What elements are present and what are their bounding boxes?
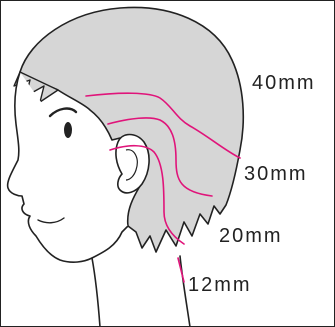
length-label-30mm: 30mm <box>244 164 308 184</box>
length-label-12mm: 12mm <box>188 275 252 295</box>
length-label-40mm: 40mm <box>252 73 316 93</box>
neck <box>92 258 100 327</box>
length-label-20mm: 20mm <box>219 226 283 246</box>
eyebrow <box>50 109 76 116</box>
eye <box>64 122 72 138</box>
